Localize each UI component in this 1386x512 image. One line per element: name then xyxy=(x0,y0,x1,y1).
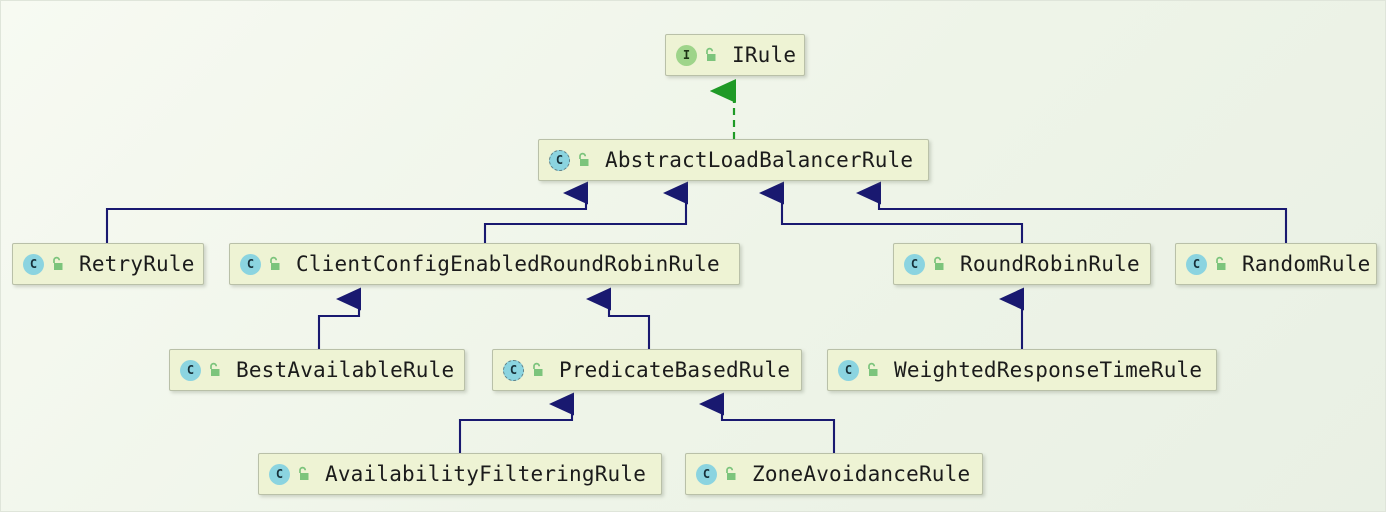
edge-predicatebasedrule-to-clientconfigenabledroundrobinrule xyxy=(585,287,651,349)
class-node-label: PredicateBasedRule xyxy=(559,358,791,382)
class-node-label: BestAvailableRule xyxy=(236,358,455,382)
class-node-clientconfigenabledroundrobinrule[interactable]: C ClientConfigEnabledRoundRobinRule xyxy=(229,243,740,285)
class-node-predicatebasedrule[interactable]: C PredicateBasedRule xyxy=(492,349,802,391)
class-node-label: RoundRobinRule xyxy=(960,252,1140,276)
edge-zoneavoidancerule-to-predicatebasedrule xyxy=(698,392,836,453)
class-node-label: RandomRule xyxy=(1242,252,1371,276)
edge-randomrule-to-abstractloadbalancerrule xyxy=(855,181,1288,243)
edge-retryrule-to-abstractloadbalancerrule xyxy=(105,181,589,243)
unlocked-padlock-icon xyxy=(723,466,738,482)
class-node-label: ZoneAvoidanceRule xyxy=(752,462,971,486)
abstract-class-icon: C xyxy=(549,149,570,171)
class-node-label: WeightedResponseTimeRule xyxy=(894,358,1203,382)
class-icon: C xyxy=(23,253,44,275)
class-node-irule[interactable]: I IRule xyxy=(665,34,805,76)
class-node-label: IRule xyxy=(732,43,797,67)
class-node-availabilityfilteringrule[interactable]: C AvailabilityFilteringRule xyxy=(258,453,662,495)
class-icon: C xyxy=(269,463,290,485)
class-node-abstractloadbalancerrule[interactable]: C AbstractLoadBalancerRule xyxy=(538,139,929,181)
class-node-label: RetryRule xyxy=(79,252,195,276)
class-node-randomrule[interactable]: C RandomRule xyxy=(1175,243,1377,285)
unlocked-padlock-icon xyxy=(703,47,718,63)
class-icon: C xyxy=(1186,253,1207,275)
unlocked-padlock-icon xyxy=(530,362,545,378)
unlocked-padlock-icon xyxy=(267,256,282,272)
unlocked-padlock-icon xyxy=(1213,256,1228,272)
unlocked-padlock-icon xyxy=(865,362,880,378)
class-node-bestavailablerule[interactable]: C BestAvailableRule xyxy=(169,349,465,391)
unlocked-padlock-icon xyxy=(296,466,311,482)
class-node-zoneavoidancerule[interactable]: C ZoneAvoidanceRule xyxy=(685,453,983,495)
unlocked-padlock-icon xyxy=(50,256,65,272)
class-icon: C xyxy=(696,463,717,485)
edge-bestavailablerule-to-clientconfigenabledroundrobinrule xyxy=(317,287,362,349)
class-node-label: AbstractLoadBalancerRule xyxy=(605,148,914,172)
unlocked-padlock-icon xyxy=(576,152,591,168)
class-icon: C xyxy=(240,253,261,275)
unlocked-padlock-icon xyxy=(931,256,946,272)
class-node-retryrule[interactable]: C RetryRule xyxy=(12,243,204,285)
class-icon: C xyxy=(838,359,859,381)
interface-icon: I xyxy=(676,44,697,66)
unlocked-padlock-icon xyxy=(207,362,222,378)
abstract-class-icon: C xyxy=(503,359,524,381)
edge-clientconfigenabledroundrobinrule-to-abstractloadbalancerrule xyxy=(483,181,689,243)
class-icon: C xyxy=(904,253,925,275)
edge-roundrobinrule-to-abstractloadbalancerrule xyxy=(758,181,1024,243)
class-node-label: ClientConfigEnabledRoundRobinRule xyxy=(296,252,720,276)
class-node-roundrobinrule[interactable]: C RoundRobinRule xyxy=(893,243,1151,285)
class-node-label: AvailabilityFilteringRule xyxy=(325,462,647,486)
class-node-weightedresponsetimerule[interactable]: C WeightedResponseTimeRule xyxy=(827,349,1217,391)
class-icon: C xyxy=(180,359,201,381)
edge-availabilityfilteringrule-to-predicatebasedrule xyxy=(458,392,575,453)
